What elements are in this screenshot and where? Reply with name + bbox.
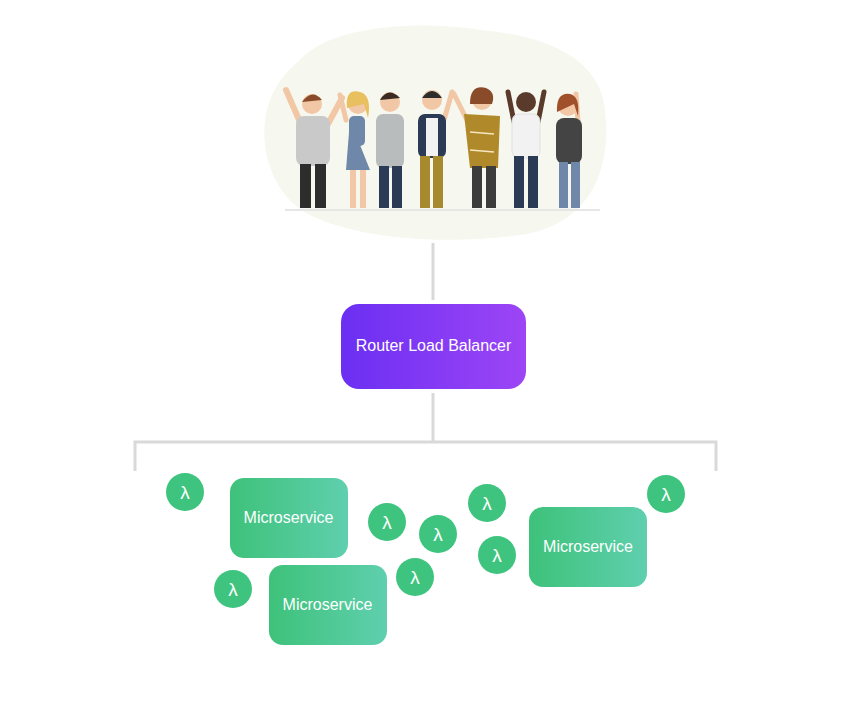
node-label: Microservice: [283, 594, 373, 616]
lambda-circle: λ: [478, 536, 516, 574]
microservice-box: Microservice: [230, 478, 348, 558]
lambda-symbol: λ: [410, 568, 420, 587]
lambda-circle: λ: [419, 515, 457, 553]
node-label: Microservice: [244, 507, 334, 529]
node-label: Microservice: [543, 536, 633, 558]
person: [418, 90, 452, 208]
person: [454, 87, 500, 208]
bracket-line: [432, 393, 435, 442]
lambda-circle: λ: [647, 475, 685, 513]
bracket-line: [135, 442, 716, 471]
person: [556, 94, 582, 208]
person: [376, 92, 404, 208]
lambda-symbol: λ: [228, 580, 238, 599]
lambda-circle: λ: [396, 558, 434, 596]
circle-fill: [396, 558, 434, 596]
circle-fill: [647, 475, 685, 513]
circle-fill: [419, 515, 457, 553]
circle-fill: [468, 484, 506, 522]
person: [508, 92, 544, 208]
lambda-circle: λ: [468, 484, 506, 522]
circle-fill: [214, 570, 252, 608]
lambda-symbol: λ: [661, 485, 671, 504]
person: [340, 91, 370, 208]
circle-fill: [368, 503, 406, 541]
lambda-symbol: λ: [492, 546, 502, 565]
router-box: Router Load Balancer: [341, 304, 526, 389]
lambda-circle: λ: [214, 570, 252, 608]
lambda-symbol: λ: [482, 494, 492, 513]
cloud-backdrop: [264, 25, 606, 239]
lambda-symbol: λ: [180, 483, 190, 502]
lambda-symbol: λ: [382, 513, 392, 532]
person: [286, 90, 342, 208]
lambda-circle: λ: [166, 473, 204, 511]
bracket-line: [432, 243, 435, 300]
microservice-box: Microservice: [269, 565, 387, 645]
ground-line: [285, 209, 600, 211]
microservice-box: Microservice: [529, 507, 647, 587]
circle-fill: [478, 536, 516, 574]
lambda-circle: λ: [368, 503, 406, 541]
circle-fill: [166, 473, 204, 511]
node-label: Router Load Balancer: [356, 335, 512, 357]
lambda-symbol: λ: [433, 525, 443, 544]
